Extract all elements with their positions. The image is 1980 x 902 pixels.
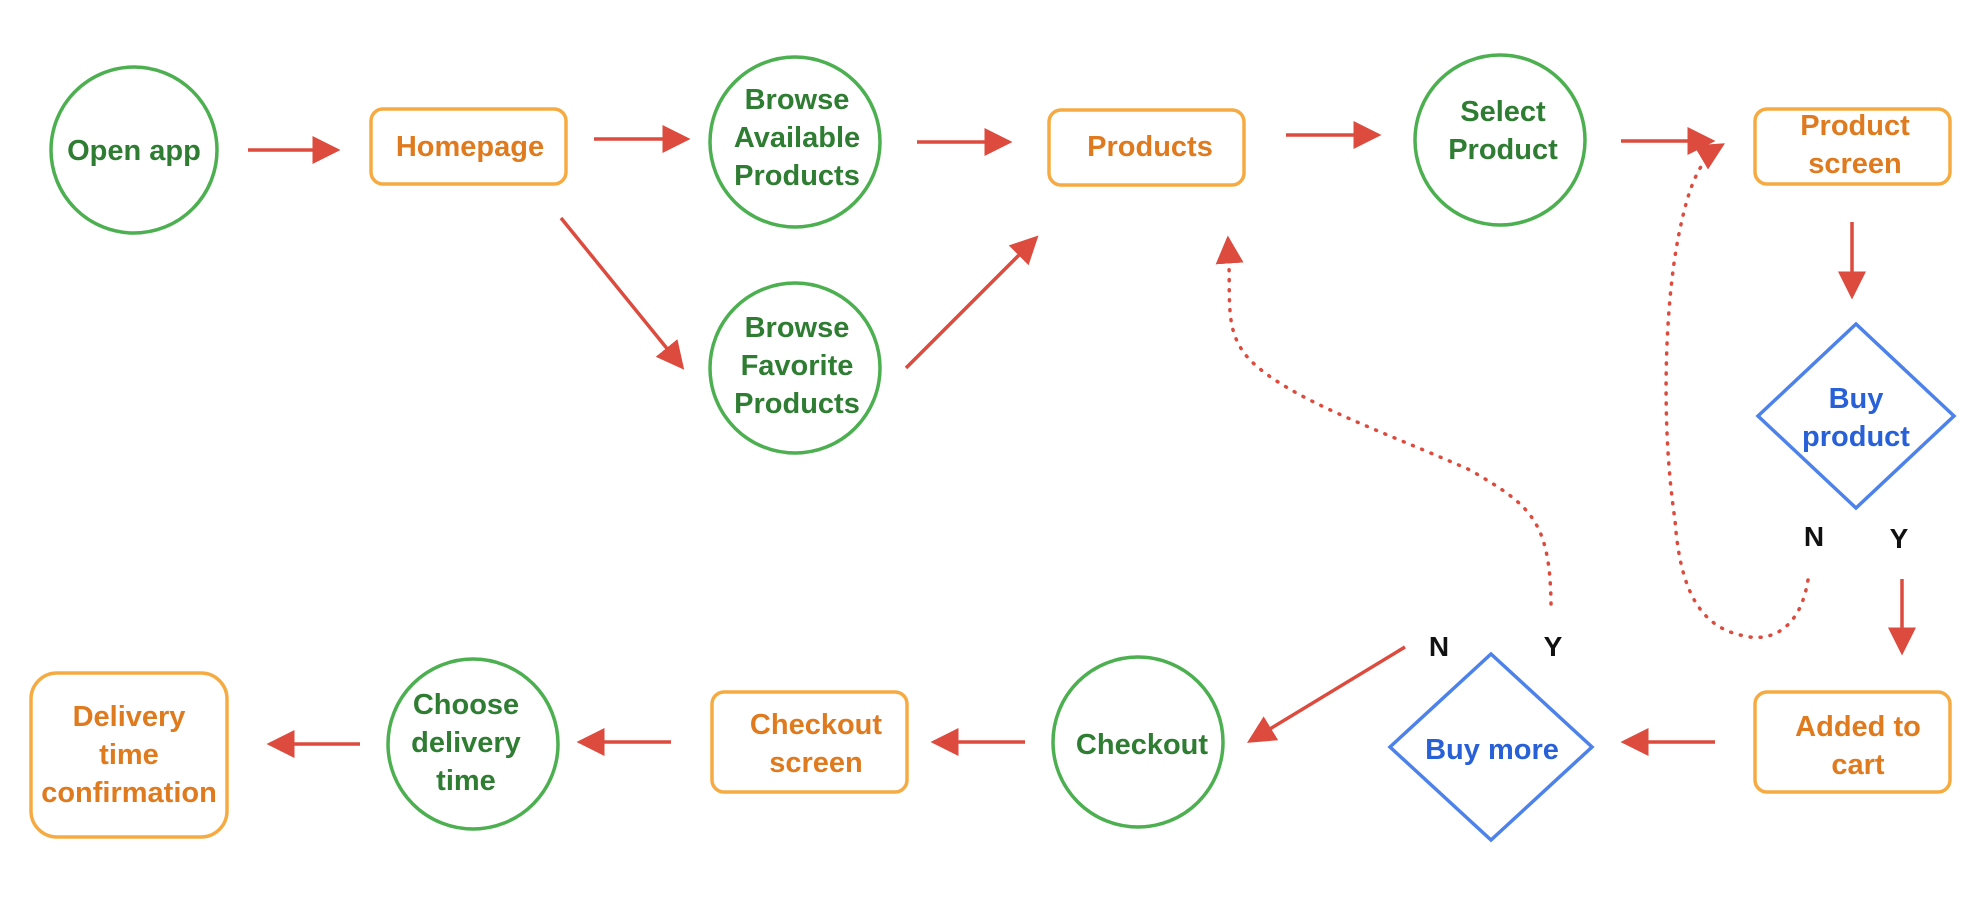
edge-buy-product-no-loop-to-product-screen	[1664, 143, 1810, 640]
node-label-line: Added to	[1795, 711, 1921, 743]
node-checkout-shape[interactable]	[1051, 655, 1225, 829]
node-label-line: time	[436, 765, 496, 797]
node-products-shape[interactable]	[1047, 108, 1246, 187]
node-label-line: Open app	[67, 135, 201, 167]
node-label-line: time	[99, 739, 159, 771]
node-label-line: screen	[1808, 148, 1902, 180]
node-label-line: Products	[734, 160, 860, 192]
node-products-label: Products	[1087, 131, 1213, 163]
node-label-line: Browse	[745, 84, 850, 116]
buy-product-no-label: N	[1804, 521, 1824, 552]
node-label-line: Checkout	[1076, 729, 1208, 761]
node-label-line: Select	[1460, 96, 1546, 128]
node-label-line: Product	[1448, 134, 1558, 166]
node-buy-more-label: Buy more	[1425, 734, 1559, 766]
node-label-line: Available	[734, 122, 860, 154]
node-label-line: Checkout	[750, 709, 882, 741]
node-delivery-confirmation-label: Delivery time confirmation	[41, 701, 217, 809]
node-buy-product-shape[interactable]	[1755, 321, 1957, 511]
node-homepage-shape[interactable]	[369, 107, 568, 186]
node-label-line: Homepage	[396, 131, 544, 163]
edge-buy-more-yes-loop-to-products	[1215, 235, 1553, 606]
node-checkout-label: Checkout	[1076, 729, 1208, 761]
node-browse-favorite-shape[interactable]	[708, 281, 882, 455]
node-label-line: cart	[1831, 749, 1885, 781]
node-label-line: delivery	[411, 727, 521, 759]
node-checkout-screen-shape[interactable]	[710, 690, 909, 794]
node-label-line: Delivery	[73, 701, 186, 733]
node-product-screen-shape[interactable]	[1753, 107, 1952, 186]
node-checkout-screen-label: Checkout screen	[750, 709, 882, 779]
branch-labels: N Y N Y	[1429, 521, 1909, 662]
node-label-line: Favorite	[741, 350, 854, 382]
node-label-line: Browse	[745, 312, 850, 344]
node-delivery-confirmation-shape[interactable]	[29, 671, 229, 839]
node-open-app-shape[interactable]	[49, 65, 219, 235]
node-label-line: Choose	[413, 689, 519, 721]
node-label-line: Products	[734, 388, 860, 420]
node-buy-product-label: Buy product	[1802, 383, 1910, 453]
node-buy-more-shape[interactable]	[1387, 651, 1595, 843]
node-select-product-shape[interactable]	[1413, 53, 1587, 227]
edge-homepage-to-browse-favorite	[559, 216, 685, 370]
edge-buy-more-no-to-checkout	[1247, 645, 1406, 743]
edges	[248, 121, 1916, 758]
circle-nodes	[49, 53, 1587, 831]
node-label-line: Buy more	[1425, 734, 1559, 766]
edge-browse-favorite-to-products	[904, 235, 1039, 370]
buy-more-no-label: N	[1429, 631, 1449, 662]
node-label-line: screen	[769, 747, 863, 779]
node-label-line: confirmation	[41, 777, 217, 809]
diamond-nodes	[1387, 321, 1957, 843]
node-browse-available-shape[interactable]	[708, 55, 882, 229]
node-choose-delivery-shape[interactable]	[386, 657, 560, 831]
dotted-edges	[1215, 143, 1810, 640]
node-product-screen-label: Product screen	[1800, 110, 1910, 180]
node-label-line: Buy	[1829, 383, 1884, 415]
node-label-line: product	[1802, 421, 1910, 453]
node-choose-delivery-label: Choose delivery time	[411, 689, 521, 797]
buy-more-yes-label: Y	[1544, 631, 1563, 662]
node-homepage-label: Homepage	[396, 131, 544, 163]
node-label-line: Products	[1087, 131, 1213, 163]
node-added-to-cart-shape[interactable]	[1753, 690, 1952, 794]
buy-product-yes-label: Y	[1890, 523, 1909, 554]
node-added-to-cart-label: Added to cart	[1795, 711, 1921, 781]
box-nodes	[29, 107, 1952, 839]
node-label-line: Product	[1800, 110, 1910, 142]
node-open-app-label: Open app	[67, 135, 201, 167]
